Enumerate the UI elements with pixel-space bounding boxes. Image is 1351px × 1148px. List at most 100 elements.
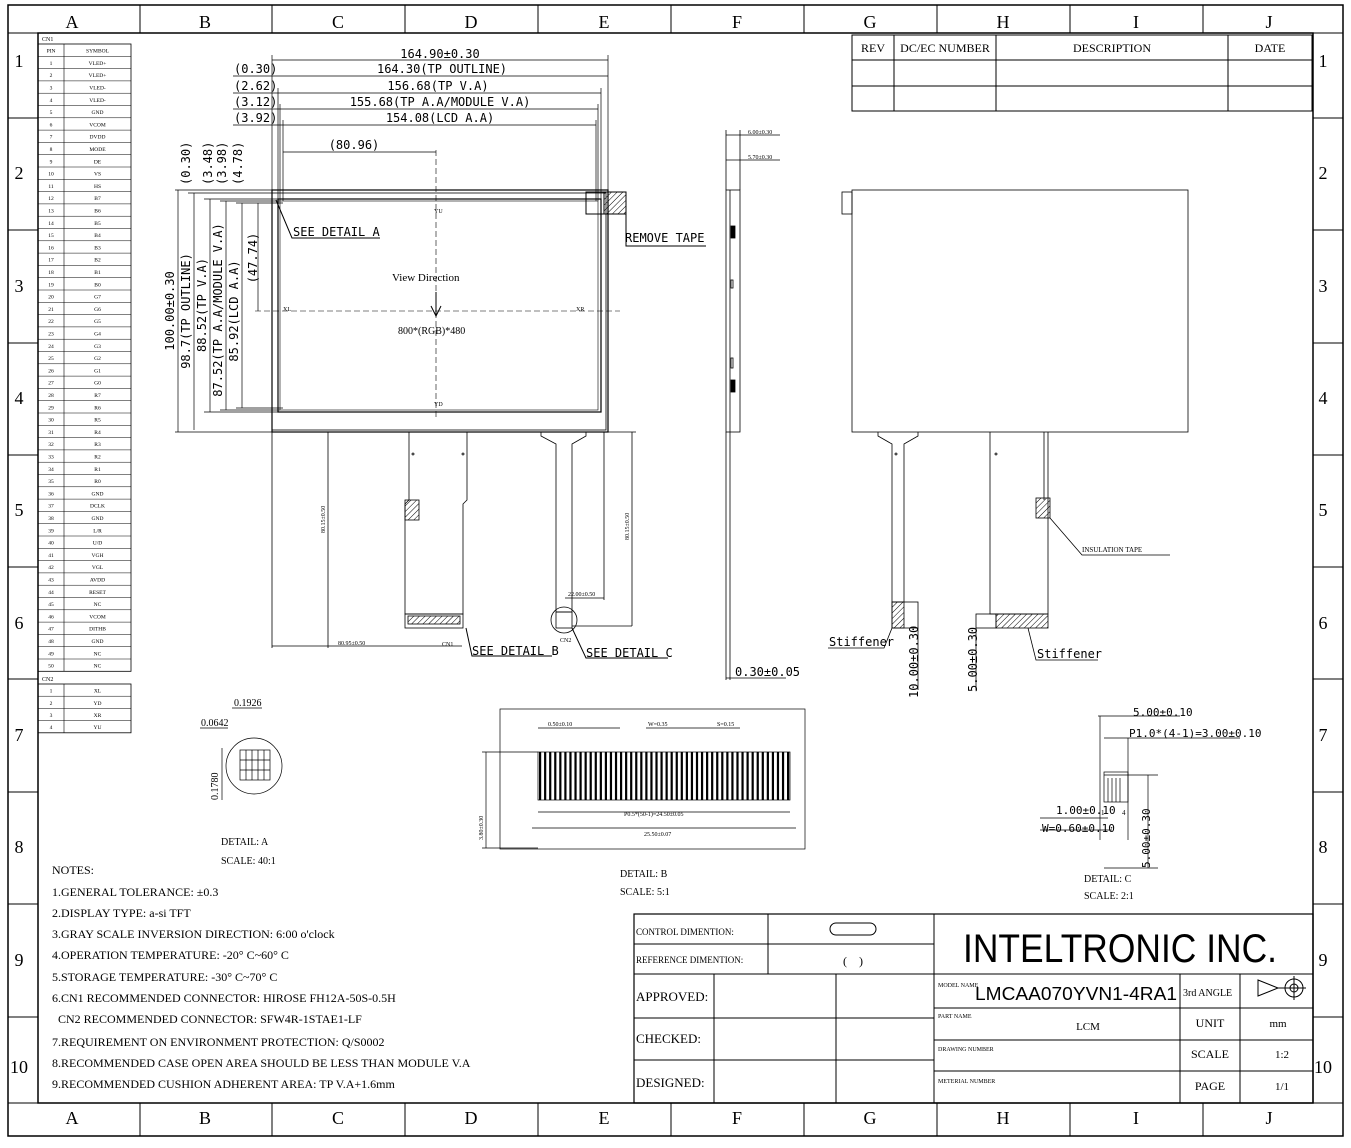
dim-v-4-78: (4.78) [231, 142, 245, 185]
cn1-pin-number: 42 [48, 565, 54, 571]
detail-b-contact [711, 752, 714, 800]
dim-v-3-98: (3.98) [215, 142, 229, 185]
cn1-pin-number: 20 [48, 295, 54, 301]
cn1-pin-number: 17 [48, 258, 54, 264]
cn1-pin-number: 39 [48, 528, 54, 534]
dim-3-92: (3.92) [234, 111, 277, 125]
cn1-pin-number: 11 [48, 184, 54, 190]
detail-a-dim-1: 0.1926 [234, 698, 262, 709]
cn1-pin-symbol: SYMBOL [86, 49, 110, 55]
fpc-cn1 [271, 432, 468, 648]
dim-tp-va-w: 156.68(TP V.A) [387, 79, 488, 93]
model-name: LMCAA070YVN1-4RA1 [975, 984, 1177, 1004]
cn1-pin-number: 2 [50, 73, 53, 79]
cn1-pin-number: 18 [48, 270, 54, 276]
cn1-pin-symbol: VLED+ [89, 61, 107, 67]
dim-0-30: (0.30) [234, 62, 277, 76]
cn1-pin-number: 4 [50, 98, 53, 104]
cn1-pin-symbol: G0 [94, 381, 101, 387]
detail-b-contact [695, 752, 699, 800]
checked-label: CHECKED: [636, 1031, 701, 1046]
row-label-left: 7 [15, 725, 24, 745]
company-name: INTELTRONIC INC. [963, 927, 1277, 971]
detail-c-dim-4: W=0.60±0.10 [1042, 822, 1115, 835]
rev-header: REV [861, 41, 885, 55]
cn1-title: CN1 [42, 37, 53, 43]
reference-dim-symbol: ( ) [843, 954, 863, 968]
row-label-left: 9 [15, 950, 24, 970]
cn1-pin-symbol: GND [92, 491, 104, 497]
cn1-pin-symbol: R0 [94, 479, 101, 485]
cn1-pin-number: 43 [48, 578, 54, 584]
dim-2-62: (2.62) [234, 79, 277, 93]
cn1-pin-symbol: MODE [89, 147, 106, 153]
cn1-pin-number: 7 [50, 135, 53, 141]
cn1-pin-number: 40 [48, 541, 54, 547]
detail-b-contact [726, 752, 729, 800]
cn1-pin-symbol: L/R [93, 528, 102, 534]
detail-b-scale: SCALE: 5:1 [620, 887, 670, 898]
row-label-right: 8 [1319, 837, 1328, 857]
cn1-pin-symbol: DCLK [90, 504, 105, 510]
front-view: REMOVE TAPE SEE DETAIL A View Direction … [163, 47, 706, 660]
active-area [277, 198, 602, 413]
yd-label: YD [434, 402, 443, 408]
description-header: DESCRIPTION [1073, 41, 1151, 55]
cn1-pin-symbol: GND [92, 639, 104, 645]
cn1-pin-number: 15 [48, 233, 54, 239]
cn2-pin-number: 2 [50, 701, 53, 707]
model-name-label: MODEL NAME [938, 983, 979, 989]
page-label: PAGE [1195, 1079, 1225, 1093]
cn1-pin-number: 31 [48, 430, 54, 436]
detail-a [200, 707, 283, 800]
cn1-pin-symbol: B1 [94, 270, 101, 276]
vertical-dimensions [175, 189, 283, 433]
revision-table: REV DC/EC NUMBER DESCRIPTION DATE [851, 34, 1313, 112]
column-label-bottom: H [997, 1108, 1010, 1128]
xl-label: XL [283, 307, 291, 313]
cn1-pin-symbol: VS [94, 172, 101, 178]
cn1-pin-number: 26 [48, 368, 54, 374]
detail-a-dim-3: 0.1780 [210, 773, 221, 801]
stiffener-dim-5: 5.00±0.30 [966, 627, 980, 692]
detail-c-pin-4: 4 [1122, 809, 1126, 817]
detail-b-dim-4: P0.5*(50-1)=24.50±0.05 [624, 811, 684, 818]
cn1-pin-symbol: AVDD [90, 578, 105, 584]
cn1-pin-symbol: R5 [94, 418, 101, 424]
column-label-bottom: F [732, 1108, 742, 1128]
column-label-bottom: C [332, 1108, 344, 1128]
note-2: 2.DISPLAY TYPE: a-si TFT [52, 906, 191, 920]
row-label-left: 2 [15, 163, 24, 183]
title-block [633, 913, 1314, 1104]
cn1-pin-number: 46 [48, 614, 54, 620]
insulation-tape-label: INSULATION TAPE [1082, 546, 1142, 554]
cn1-pin-number: 27 [48, 381, 54, 387]
cn2-pin-number: 1 [50, 689, 53, 695]
column-label-top: H [997, 12, 1010, 32]
detail-b-contact [650, 752, 653, 800]
detail-c-scale: SCALE: 2:1 [1084, 891, 1134, 902]
detail-b-contact [721, 752, 724, 800]
unit-value: mm [1269, 1018, 1287, 1030]
detail-b-contact [700, 752, 704, 800]
cn1-pin-symbol: B2 [94, 258, 101, 264]
dim-module-va-h: 87.52(TP A.A/MODULE V.A) [211, 223, 225, 396]
detail-b-dim-1: 0.50±0.10 [548, 722, 572, 728]
cn1-pin-symbol: B5 [94, 221, 101, 227]
column-label-top: A [66, 12, 79, 32]
row-label-left: 1 [15, 51, 24, 71]
cn1-pin-number: 49 [48, 651, 54, 657]
scale-label: SCALE [1191, 1047, 1229, 1061]
cn1-pin-symbol: G5 [94, 319, 101, 325]
dim-lcd-aa-w: 154.08(LCD A.A) [386, 111, 494, 125]
view-direction-label: View Direction [392, 272, 460, 284]
cn1-pin-number: 8 [50, 147, 53, 153]
row-label-right: 10 [1314, 1057, 1332, 1077]
note-3: 3.GRAY SCALE INVERSION DIRECTION: 6:00 o… [52, 927, 335, 941]
column-label-top: C [332, 12, 344, 32]
